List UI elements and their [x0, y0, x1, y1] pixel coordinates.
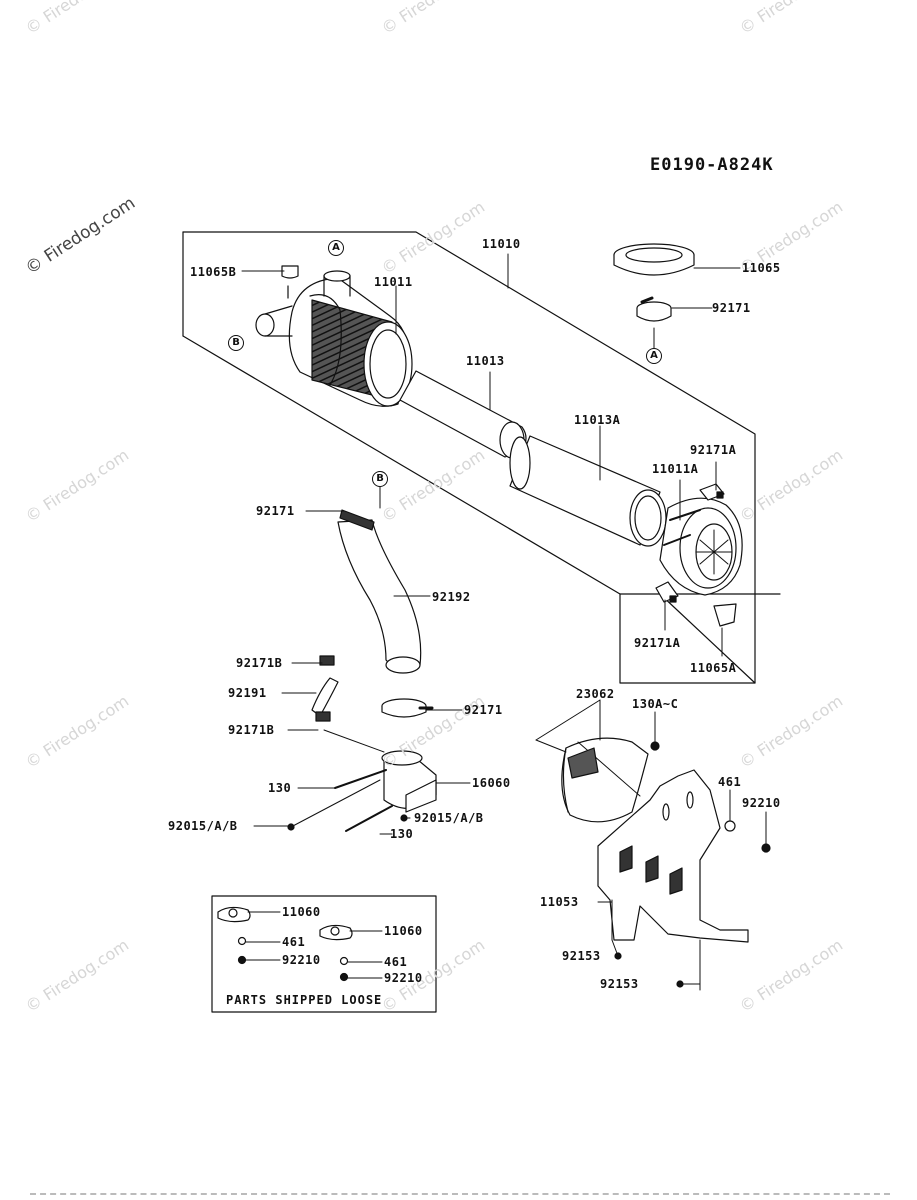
- label-130-bottom: 130: [390, 827, 414, 841]
- hose-92191: [311, 655, 339, 722]
- clamp-92171A-top: [699, 483, 725, 501]
- cover-11011A: [659, 497, 743, 596]
- label-461: 461: [718, 775, 742, 789]
- label-23062: 23062: [576, 687, 615, 701]
- leader-lines: [241, 231, 741, 835]
- label-11010: 11010: [482, 237, 521, 251]
- label-92210: 92210: [742, 796, 781, 810]
- label-11013: 11013: [466, 354, 505, 368]
- support-bracket-11053: [597, 769, 749, 943]
- label-130AC: 130A~C: [632, 697, 679, 711]
- ref-a-clamp: A: [646, 348, 662, 364]
- label-92171A-top: 92171A: [690, 443, 737, 457]
- clamp-92171-top: [636, 296, 672, 322]
- clamp-92171-bottom: [381, 698, 434, 718]
- label-92171-top: 92171: [712, 301, 751, 315]
- washer-461: [724, 820, 736, 832]
- ref-a-top: A: [328, 240, 344, 256]
- loose-label-461-a: 461: [282, 935, 306, 949]
- hose-92192: [337, 519, 422, 674]
- label-11011: 11011: [374, 275, 413, 289]
- elbow-16060: [381, 750, 437, 813]
- loose-label-461-b: 461: [384, 955, 408, 969]
- label-92015-left: 92015/A/B: [168, 819, 238, 833]
- label-92171-hose: 92171: [256, 504, 295, 518]
- label-92153-b: 92153: [600, 977, 639, 991]
- loose-label-92210-b: 92210: [384, 971, 423, 985]
- label-92171-clamp: 92171: [464, 703, 503, 717]
- clamp-92171A-bottom: [655, 581, 679, 603]
- clamp-92171-hose: [339, 509, 375, 531]
- bolt-130-upper: [334, 769, 387, 789]
- heat-shield-23062: [561, 737, 649, 823]
- label-11011A: 11011A: [652, 462, 699, 476]
- loose-label-11060-a: 11060: [282, 905, 321, 919]
- label-11053: 11053: [540, 895, 579, 909]
- footer-rule: [30, 1193, 890, 1199]
- filter-element-11013: [399, 370, 527, 459]
- ref-b-left: B: [228, 335, 244, 351]
- diagram-code: E0190-A824K: [650, 155, 774, 175]
- label-16060: 16060: [472, 776, 511, 790]
- nut-92153-a: [614, 952, 622, 960]
- label-11065A: 11065A: [690, 661, 737, 675]
- label-11065: 11065: [742, 261, 781, 275]
- nut-92210: [761, 843, 771, 853]
- parts-loose-box: [211, 895, 437, 1013]
- label-92171B-top: 92171B: [236, 656, 283, 670]
- bolt-130-lower: [345, 805, 393, 832]
- nut-130AC: [650, 741, 660, 751]
- ref-b-hose: B: [372, 471, 388, 487]
- label-92191: 92191: [228, 686, 267, 700]
- parts-loose-title: PARTS SHIPPED LOOSE: [226, 993, 383, 1007]
- air-cleaner-body-11011: [255, 265, 413, 407]
- label-92171B-bottom: 92171B: [228, 723, 275, 737]
- label-92015-right: 92015/A/B: [414, 811, 484, 825]
- label-11065B: 11065B: [190, 265, 237, 279]
- bracket-leaders: [535, 699, 767, 991]
- label-130-left: 130: [268, 781, 292, 795]
- precleaner-cap-11065: [613, 243, 695, 276]
- label-92192: 92192: [432, 590, 471, 604]
- loose-label-11060-b: 11060: [384, 924, 423, 938]
- nut-92153-b: [676, 980, 684, 988]
- filter-element-11013A: [509, 435, 667, 547]
- assembly-frame-11010: [182, 231, 781, 684]
- label-11013A: 11013A: [574, 413, 621, 427]
- label-92153-a: 92153: [562, 949, 601, 963]
- valve-11065A: [713, 603, 737, 627]
- label-92171A-bottom: 92171A: [634, 636, 681, 650]
- loose-label-92210-a: 92210: [282, 953, 321, 967]
